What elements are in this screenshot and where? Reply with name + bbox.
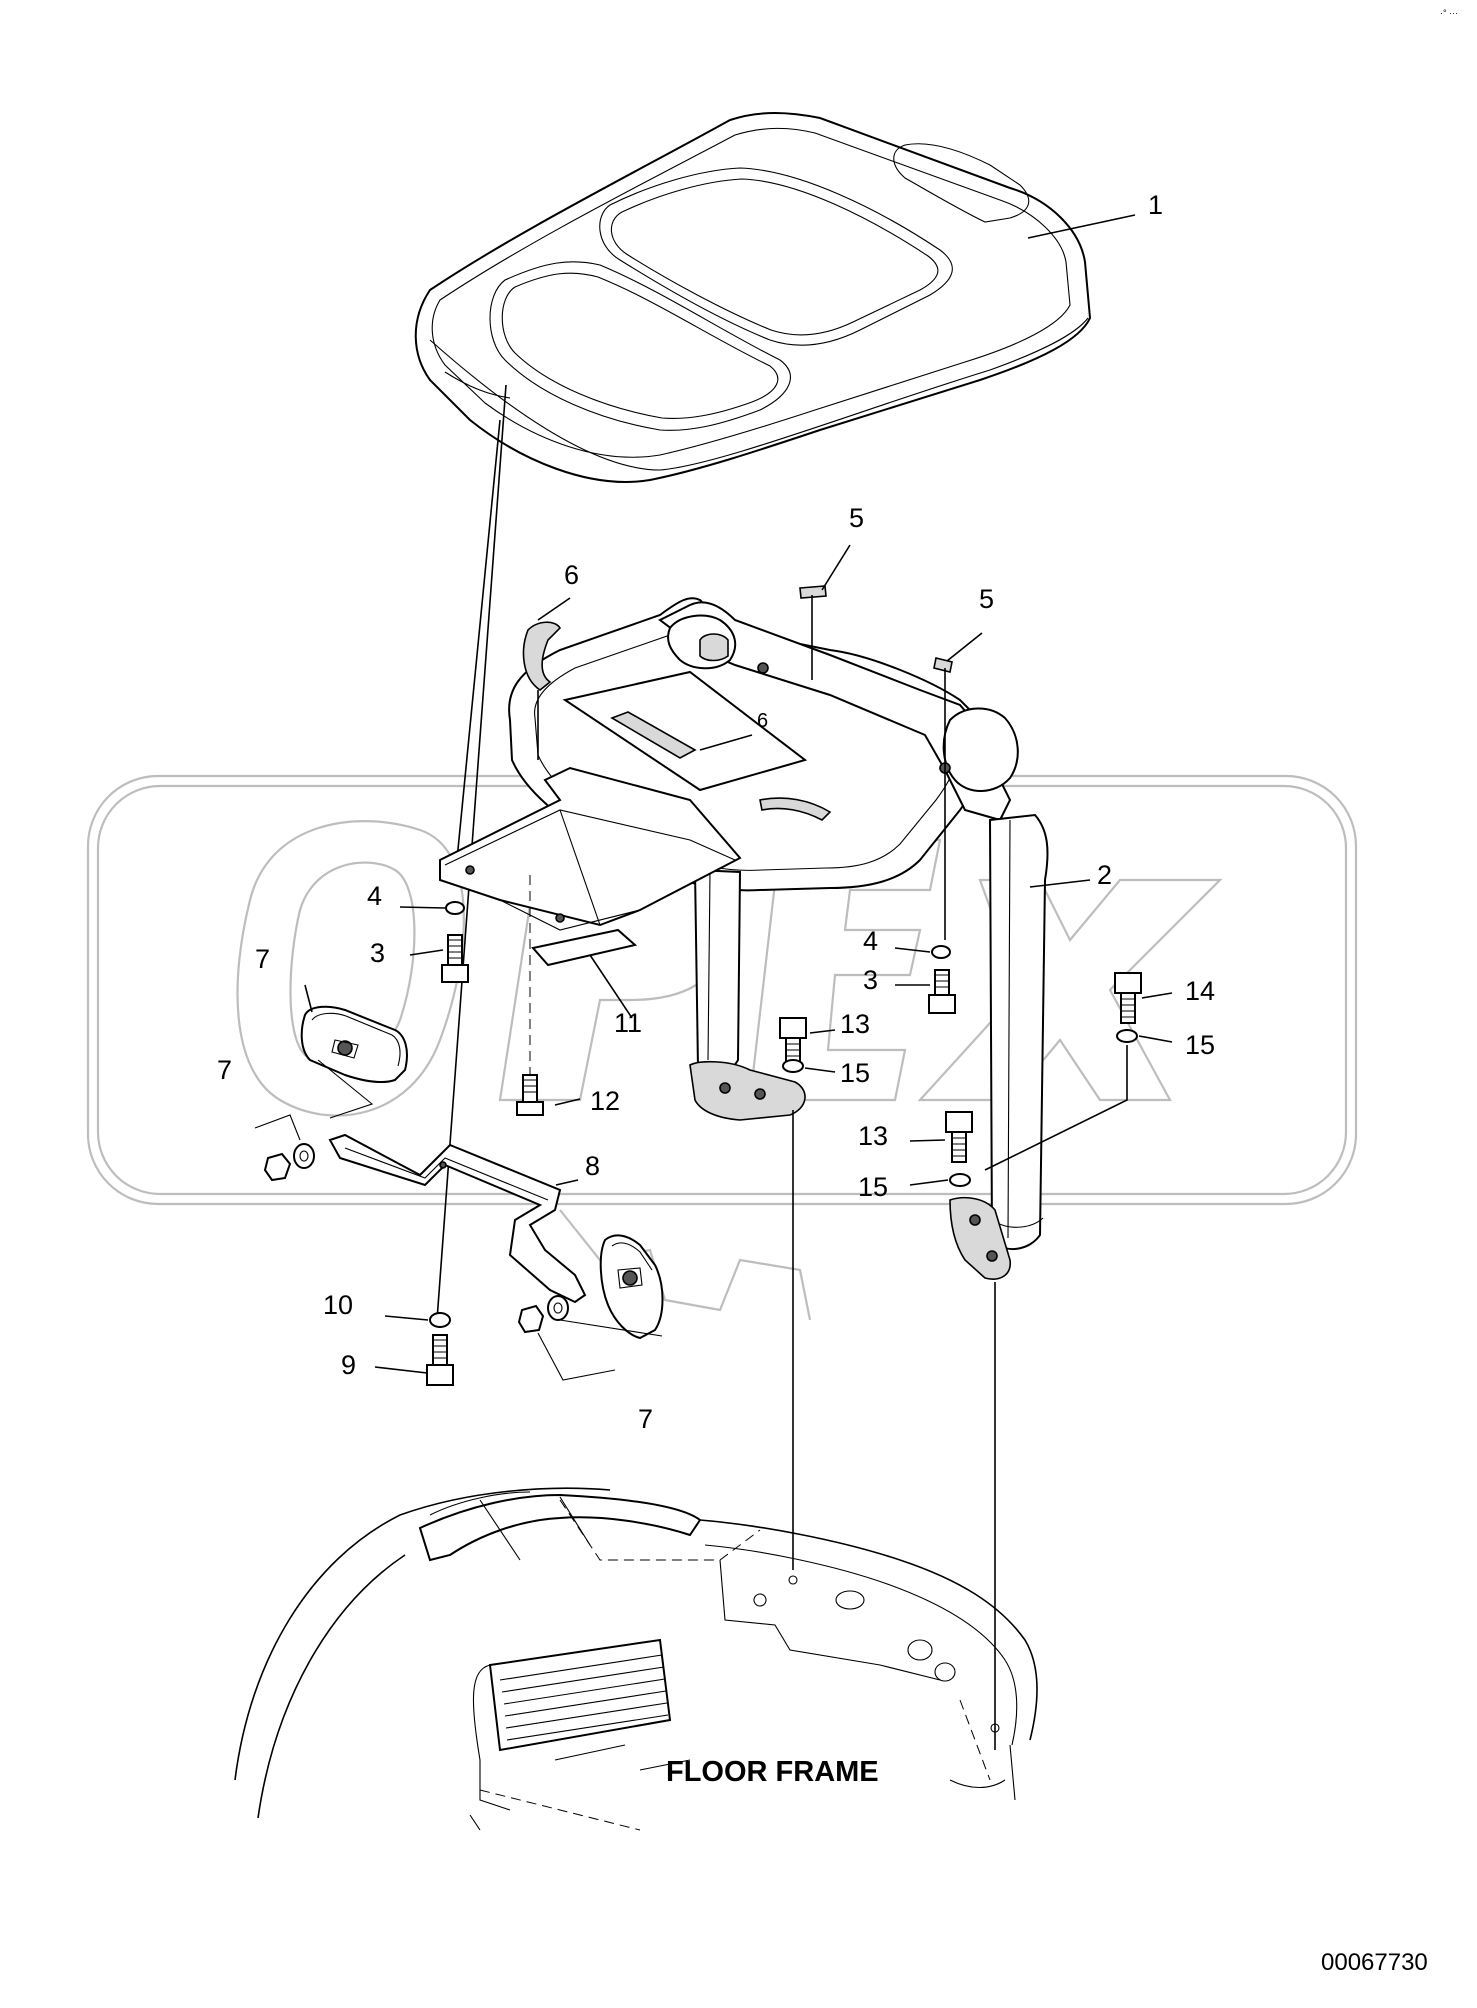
label-part-6-top: 6 [564,560,579,590]
label-part-15-right: 15 [1185,1030,1215,1060]
leader-lines [304,214,1173,1374]
label-part-10: 10 [323,1290,353,1320]
washer-4-right [931,945,951,959]
spacer-5-top [799,585,827,599]
label-part-13-lower: 13 [858,1121,888,1151]
bolt-3-left [441,934,469,983]
bolt-13-lower [945,1111,973,1163]
label-part-15-upper: 15 [840,1058,870,1088]
label-part-7-mid: 7 [217,1055,232,1085]
mirror-bracket-8 [328,1133,587,1304]
label-part-7-top: 7 [255,944,270,974]
label-part-2: 2 [1097,860,1112,890]
seat-cushion [414,112,1092,483]
floor-frame-label: FLOOR FRAME [666,1756,879,1788]
nut-washer-7-bottom [517,1295,569,1334]
corner-mark: ·° ··· [1440,8,1458,18]
bolt-9 [426,1334,454,1386]
label-part-14: 14 [1185,976,1215,1006]
washer-10 [429,1312,451,1328]
washer-15-lower [949,1173,971,1187]
label-part-11: 11 [614,1008,642,1038]
label-part-12: 12 [590,1086,620,1116]
nut-washer-7-mid [263,1143,315,1182]
label-part-5-right: 5 [979,584,994,614]
strip-6 [522,621,562,691]
label-part-4-left: 4 [367,881,382,911]
washer-4-left [445,901,465,915]
label-part-3-left: 3 [370,938,385,968]
floor-frame [234,1487,1038,1831]
label-part-5-top: 5 [849,503,864,533]
leader-seat-to-left-bolt [454,419,501,881]
washer-15-right [1116,1029,1138,1043]
label-part-8: 8 [585,1151,600,1181]
bolt-3-right [928,969,956,1014]
label-part-13-upper: 13 [840,1009,870,1039]
label-part-1: 1 [1148,190,1163,220]
bolt-14 [1114,972,1142,1024]
label-part-6-plate: 6 [757,710,768,732]
label-part-4-right: 4 [863,926,878,956]
document-number: 00067730 [1321,1949,1428,1976]
label-part-3-right: 3 [863,965,878,995]
label-part-7-bottom: 7 [638,1404,653,1434]
washer-15-upper [782,1059,804,1073]
mirror-7-right [599,1234,664,1340]
bolt-12 [516,1074,544,1116]
mirror-7-left [300,1005,408,1084]
label-part-9: 9 [341,1350,356,1380]
label-part-15-lower: 15 [858,1172,888,1202]
seat-frame [439,597,1049,1280]
